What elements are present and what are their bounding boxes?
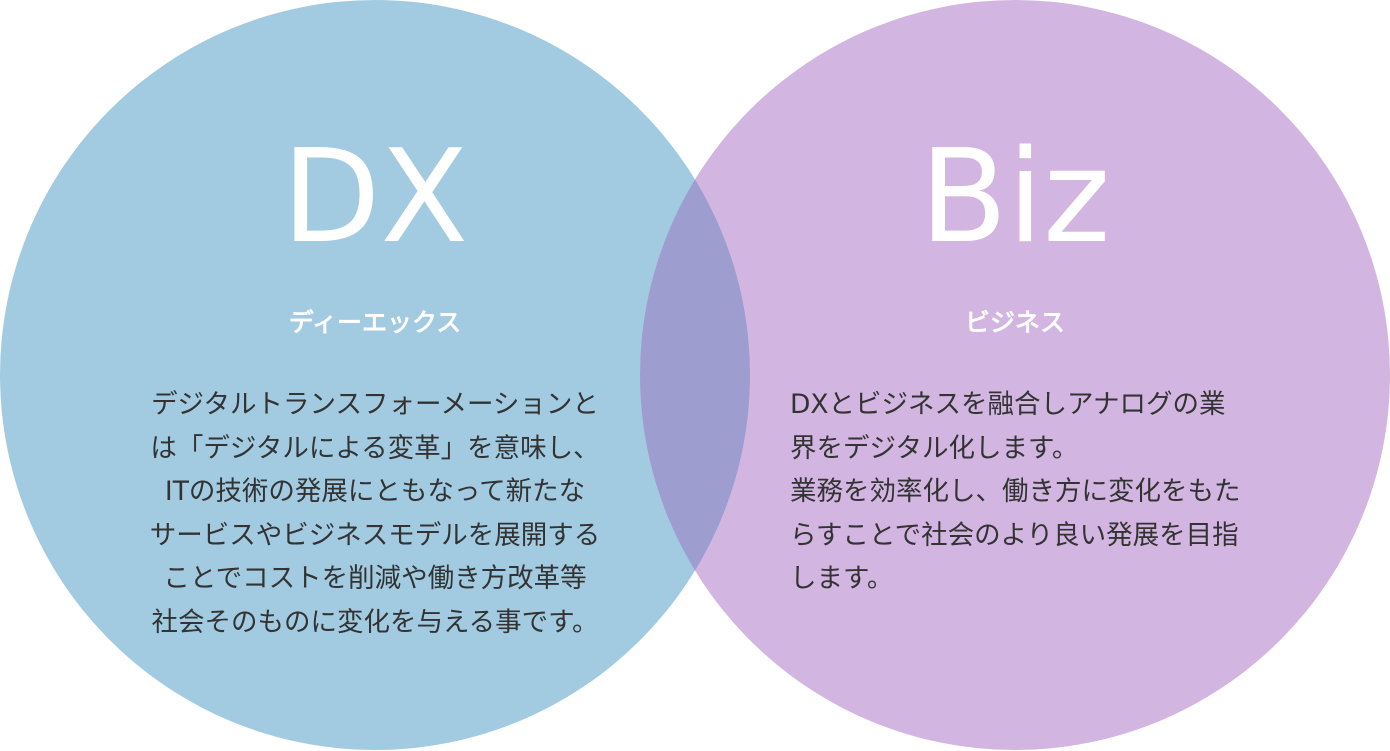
- biz-title: Biz: [919, 123, 1111, 272]
- dx-description-line: 社会そのものに変化を与える事です。: [151, 606, 599, 638]
- dx-description-line: ことでコストを削減や働き方改革等: [163, 563, 587, 594]
- dx-subtitle: ディーエックス: [288, 308, 462, 337]
- dx-description: デジタルトランスフォーメーションと は「デジタルによる変革」を意味し、 ITの技…: [110, 383, 640, 644]
- dx-description-line: ITの技術の発展にともなって新たな: [164, 476, 586, 507]
- biz-circle: [640, 0, 1390, 750]
- biz-description-line: DXとビジネスを融合しアナログの業: [790, 389, 1226, 420]
- biz-description-line: します。: [790, 563, 894, 594]
- dx-description-line: サービスやビジネスモデルを展開する: [149, 519, 601, 551]
- biz-description-line: 界をデジタル化します。: [790, 432, 1079, 464]
- biz-description-line: 業務を効率化し、働き方に変化をもた: [790, 476, 1241, 507]
- biz-subtitle: ビジネス: [964, 308, 1065, 337]
- biz-description: DXとビジネスを融合しアナログの業 界をデジタル化します。 業務を効率化し、働き…: [790, 383, 1310, 601]
- dx-circle: [0, 0, 750, 750]
- dx-description-line: は「デジタルによる変革」を意味し、: [150, 432, 600, 464]
- biz-description-line: らすことで社会のより良い発展を目指: [790, 519, 1239, 551]
- dx-title: DX: [281, 123, 469, 272]
- dx-description-line: デジタルトランスフォーメーションと: [151, 389, 599, 420]
